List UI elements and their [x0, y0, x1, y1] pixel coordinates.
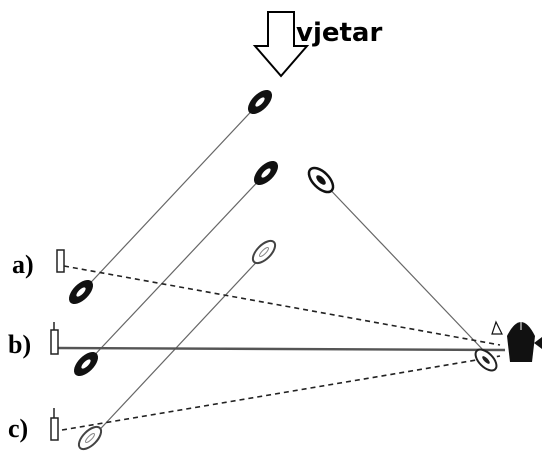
dark-boat-3 — [68, 279, 94, 305]
wind-label: vjetar — [296, 18, 383, 48]
course-lines — [79, 101, 486, 441]
pin-mark-b — [50, 322, 59, 355]
row-label-c: c) — [8, 414, 29, 443]
committee-boat-icon — [491, 312, 542, 362]
dark-boat-2 — [253, 160, 279, 186]
light-boat-2 — [77, 425, 103, 451]
pin-mark-c — [50, 408, 59, 441]
row-label-a: a) — [12, 250, 34, 279]
dashed-line-a — [63, 265, 501, 346]
course-line-2 — [87, 172, 267, 363]
dashed-lines — [61, 265, 501, 431]
light-boat-4 — [474, 348, 498, 372]
pin-mark-a — [56, 249, 65, 273]
course-line-1 — [79, 101, 261, 295]
dark-boat-1 — [247, 89, 273, 115]
dashed-line-c — [61, 355, 501, 431]
course-line-3 — [89, 253, 265, 441]
light-boat-1 — [251, 239, 277, 265]
wind-arrow-icon — [252, 11, 310, 78]
start-line-b — [55, 346, 506, 352]
light-boat-3 — [307, 166, 335, 194]
course-line-4 — [320, 179, 486, 353]
row-label-b: b) — [8, 330, 32, 359]
dark-boat-4 — [73, 351, 99, 377]
